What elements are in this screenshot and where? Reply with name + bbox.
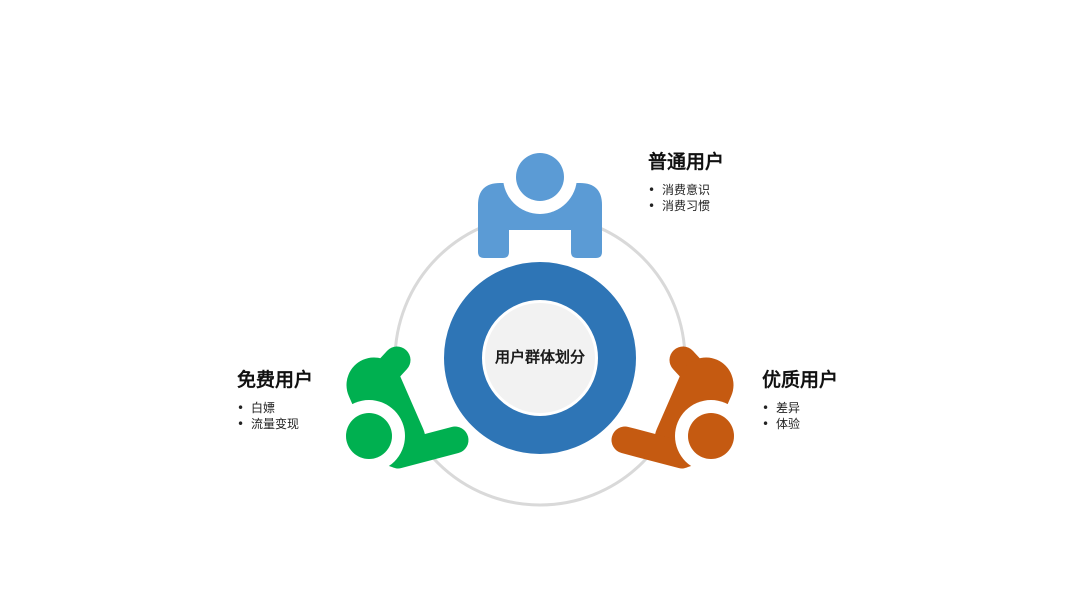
list-item-text: 流量变现 xyxy=(251,417,300,431)
center-label: 用户群体划分 xyxy=(494,348,585,366)
list-item: •差异 xyxy=(762,401,801,415)
group-premium-list: •差异 •体验 xyxy=(762,400,838,432)
group-free-list: •白嫖 •流量变现 xyxy=(237,400,313,432)
list-item: •消费习惯 xyxy=(648,199,711,213)
list-item: •白嫖 xyxy=(237,401,276,415)
list-item-text: 消费习惯 xyxy=(662,199,711,213)
list-item-text: 体验 xyxy=(776,417,801,431)
list-item: •流量变现 xyxy=(237,417,300,431)
free-user-icon xyxy=(333,346,469,472)
center-disc xyxy=(485,303,595,413)
common-user-icon xyxy=(478,140,602,258)
list-item: •体验 xyxy=(762,417,801,431)
group-common-list: •消费意识 •消费习惯 xyxy=(648,182,724,214)
list-item-text: 白嫖 xyxy=(251,401,276,415)
center-ring xyxy=(444,262,636,454)
list-item-text: 消费意识 xyxy=(662,183,711,197)
group-free: 免费用户 •白嫖 •流量变现 xyxy=(237,368,313,432)
group-free-title: 免费用户 xyxy=(237,369,314,391)
group-common-title: 普通用户 xyxy=(648,151,725,173)
list-item: •消费意识 xyxy=(648,183,711,197)
premium-user-icon xyxy=(611,346,747,472)
group-common: 普通用户 •消费意识 •消费习惯 xyxy=(648,150,724,214)
group-premium: 优质用户 •差异 •体验 xyxy=(762,368,838,432)
list-item-text: 差异 xyxy=(776,401,801,415)
group-premium-title: 优质用户 xyxy=(762,369,839,391)
